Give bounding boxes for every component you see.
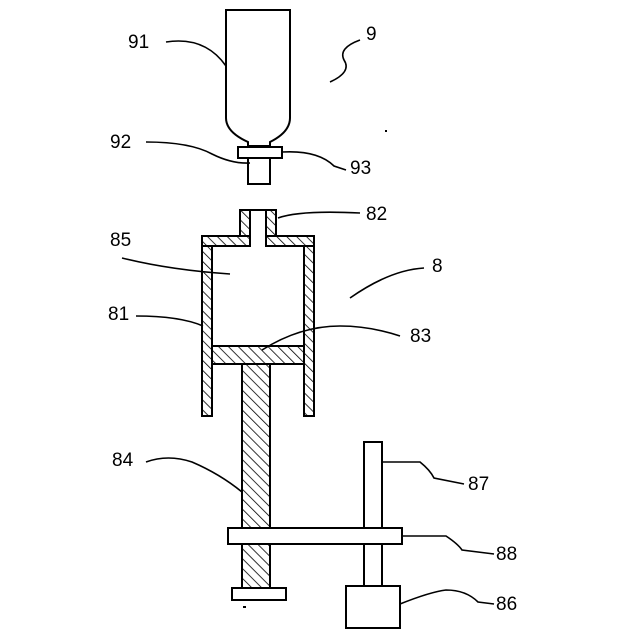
- leader-92: [146, 142, 250, 163]
- piston-rod: [242, 364, 270, 588]
- outlet-nozzle-left: [240, 210, 250, 236]
- label-8: 8: [432, 256, 443, 277]
- leader-91: [166, 41, 226, 66]
- label-86: 86: [496, 594, 517, 615]
- label-83: 83: [410, 326, 431, 347]
- drive-shaft: [364, 442, 382, 588]
- label-9: 9: [366, 24, 377, 45]
- connecting-arm: [228, 528, 402, 544]
- label-87: 87: [468, 474, 489, 495]
- bottle-valve: [238, 147, 282, 158]
- label-85: 85: [110, 230, 131, 251]
- label-84: 84: [112, 450, 134, 471]
- label-88: 88: [496, 544, 517, 565]
- leader-86: [400, 590, 494, 604]
- label-91: 91: [128, 32, 149, 53]
- rod-base-plate: [232, 588, 286, 600]
- leader-85: [122, 258, 230, 274]
- cylinder-top-wall-right: [266, 236, 314, 246]
- bottle-body: [226, 10, 290, 148]
- label-92: 92: [110, 132, 131, 153]
- cylinder-top-wall-left: [202, 236, 250, 246]
- leader-93: [282, 152, 346, 170]
- bottle-assembly: [226, 10, 290, 184]
- leader-9: [330, 40, 360, 82]
- label-81: 81: [108, 304, 129, 325]
- outlet-nozzle-right: [266, 210, 276, 236]
- leader-8: [350, 268, 424, 298]
- label-82: 82: [366, 204, 387, 225]
- label-93: 93: [350, 158, 371, 179]
- leader-82: [278, 212, 360, 218]
- piston: [212, 346, 304, 364]
- leader-84: [146, 458, 242, 492]
- leader-88: [402, 536, 494, 554]
- leader-81: [136, 316, 203, 326]
- leader-87: [382, 462, 464, 484]
- motor-block: [346, 586, 400, 628]
